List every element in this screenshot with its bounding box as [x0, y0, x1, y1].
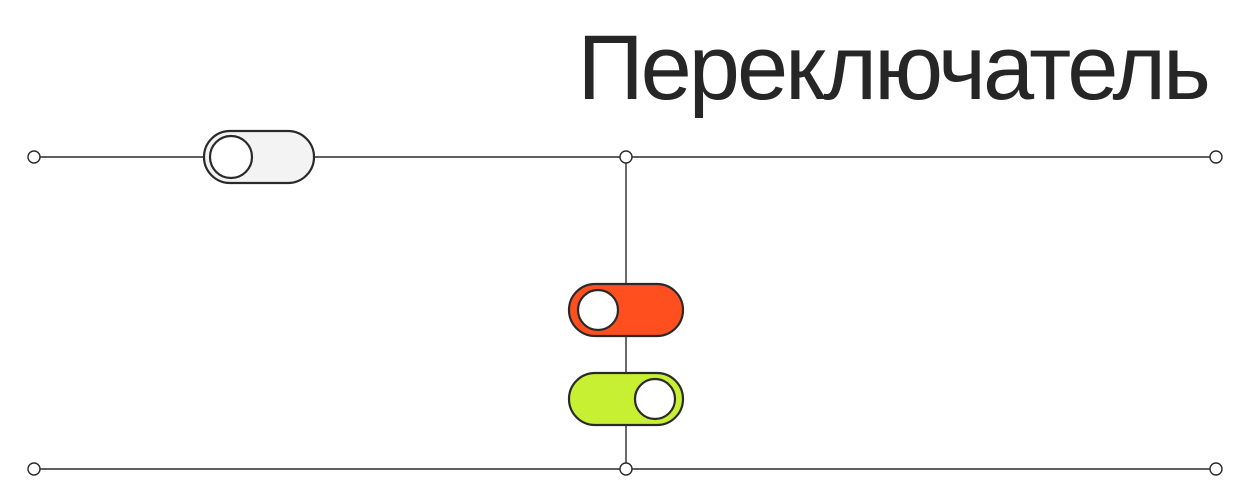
- toggle-lime[interactable]: [567, 371, 685, 427]
- node-bottom-middle: [619, 462, 633, 476]
- toggle-red-knob: [576, 288, 620, 332]
- node-top-right: [1209, 150, 1223, 164]
- toggle-off-knob: [208, 134, 254, 180]
- node-bottom-left: [27, 462, 41, 476]
- toggle-lime-knob: [633, 377, 677, 421]
- node-bottom-right: [1209, 462, 1223, 476]
- toggle-red[interactable]: [567, 282, 685, 338]
- node-top-left: [27, 150, 41, 164]
- page-title: Переключатель: [577, 17, 1211, 119]
- node-top-middle: [619, 150, 633, 164]
- toggle-off[interactable]: [202, 129, 316, 185]
